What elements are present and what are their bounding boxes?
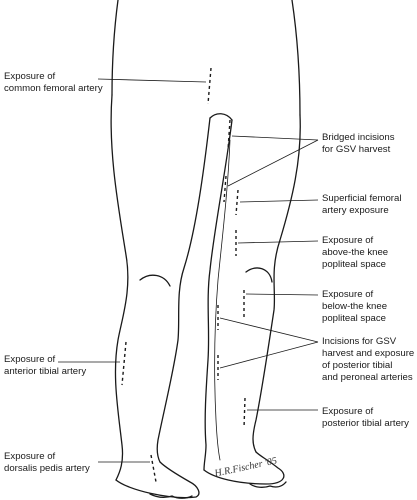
right-foot xyxy=(203,451,285,485)
incision-bridged-2 xyxy=(223,175,227,203)
right-knee-detail xyxy=(245,267,273,283)
right-leg-outer xyxy=(252,114,301,453)
leader-bridged-b xyxy=(227,139,319,187)
leader-superficial-femoral xyxy=(239,199,319,203)
incision-superficial-femoral xyxy=(235,189,239,216)
right-toes xyxy=(249,481,287,488)
leader-below-knee xyxy=(245,293,319,296)
left-foot xyxy=(115,461,200,499)
leader-bridged-a xyxy=(231,135,319,141)
left-leg-outer xyxy=(110,94,129,481)
leader-gsv-a xyxy=(219,317,319,343)
torso-outline xyxy=(111,0,119,96)
leader-above-knee xyxy=(237,240,319,244)
leader-common-femoral xyxy=(97,78,207,83)
hip-outline xyxy=(291,0,301,116)
left-toes xyxy=(149,493,193,499)
crotch-outline xyxy=(209,113,233,121)
incision-posterior-tibial xyxy=(243,397,246,429)
incision-anterior-tibial xyxy=(121,341,127,386)
right-leg-inner xyxy=(203,119,233,471)
leader-gsv-b xyxy=(219,341,319,369)
incision-dorsalis-pedis xyxy=(150,454,157,483)
incision-common-femoral xyxy=(207,67,212,105)
left-knee-detail xyxy=(139,274,171,287)
incision-bridged-1 xyxy=(227,119,231,151)
gsv-vein xyxy=(214,139,231,461)
left-leg-inner xyxy=(156,117,211,463)
